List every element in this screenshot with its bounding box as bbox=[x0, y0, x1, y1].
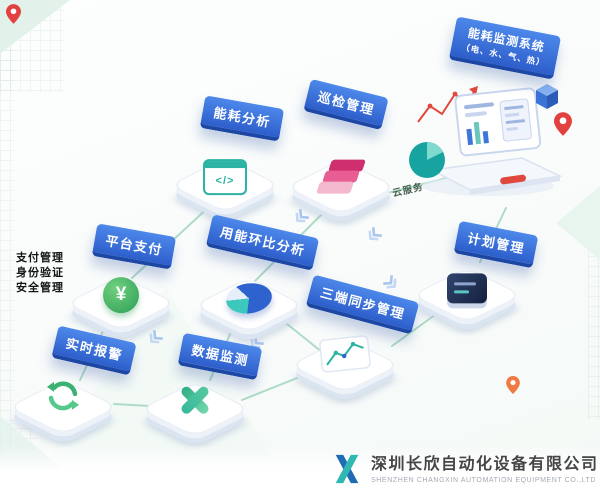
grid-texture bbox=[588, 236, 600, 420]
company-name-cn: 深圳长欣自动化设备有限公司 bbox=[371, 455, 599, 473]
platform-plan-management bbox=[411, 260, 523, 337]
banner-label: 数据监测 bbox=[190, 342, 251, 369]
platform-energy-analysis: </> bbox=[169, 150, 281, 227]
security-note: 支付管理 身份验证 安全管理 bbox=[16, 251, 64, 296]
flow-chevron-icon bbox=[149, 330, 163, 344]
note-line: 支付管理 bbox=[16, 252, 64, 264]
code-glyph: </> bbox=[215, 174, 235, 187]
map-pin-icon bbox=[554, 112, 572, 136]
banner-label: 巡检管理 bbox=[316, 89, 377, 118]
platform-three-terminal-sync bbox=[289, 330, 401, 407]
cube-icon bbox=[536, 84, 558, 109]
line-chart-icon bbox=[319, 335, 371, 373]
sync-arrows-icon bbox=[47, 381, 79, 411]
map-pin-icon bbox=[506, 376, 520, 394]
laptop-illustration bbox=[409, 86, 563, 196]
stacked-layers-icon bbox=[316, 159, 366, 198]
platform-platform-payment: ¥ bbox=[65, 268, 177, 345]
banner-label: 实时报警 bbox=[64, 335, 125, 364]
code-window-icon: </> bbox=[203, 159, 247, 196]
yuan-glyph: ¥ bbox=[115, 284, 127, 306]
company-name-en: SHENZHEN CHANGXIN AUTOMATION EQUIPMENT C… bbox=[371, 476, 597, 484]
footer-background bbox=[0, 444, 600, 494]
platform-inspection-management bbox=[285, 152, 397, 229]
footer: 深圳长欣自动化设备有限公司 SHENZHEN CHANGXIN AUTOMATI… bbox=[330, 452, 599, 486]
banner-label: 平台支付 bbox=[104, 233, 165, 258]
note-line: 安全管理 bbox=[16, 282, 64, 294]
planner-device-icon bbox=[447, 273, 487, 304]
platform-energy-mom-analysis bbox=[193, 270, 305, 347]
cross-blades-icon bbox=[175, 380, 215, 420]
flow-chevron-icon bbox=[368, 227, 382, 241]
banner-label: 能耗分析 bbox=[212, 105, 273, 130]
grid-texture bbox=[0, 0, 14, 494]
map-pin-icon bbox=[6, 4, 21, 24]
flow-chevron-icon bbox=[295, 209, 309, 223]
platform-data-monitoring bbox=[139, 374, 251, 451]
pie-chart-icon bbox=[224, 280, 274, 317]
yuan-payment-icon: ¥ bbox=[103, 277, 139, 314]
flow-chevron-icon bbox=[383, 275, 397, 289]
platform-realtime-alarm bbox=[7, 372, 119, 449]
banner-label: 计划管理 bbox=[466, 230, 527, 257]
note-line: 身份验证 bbox=[16, 267, 64, 279]
company-logo-icon bbox=[335, 454, 359, 484]
